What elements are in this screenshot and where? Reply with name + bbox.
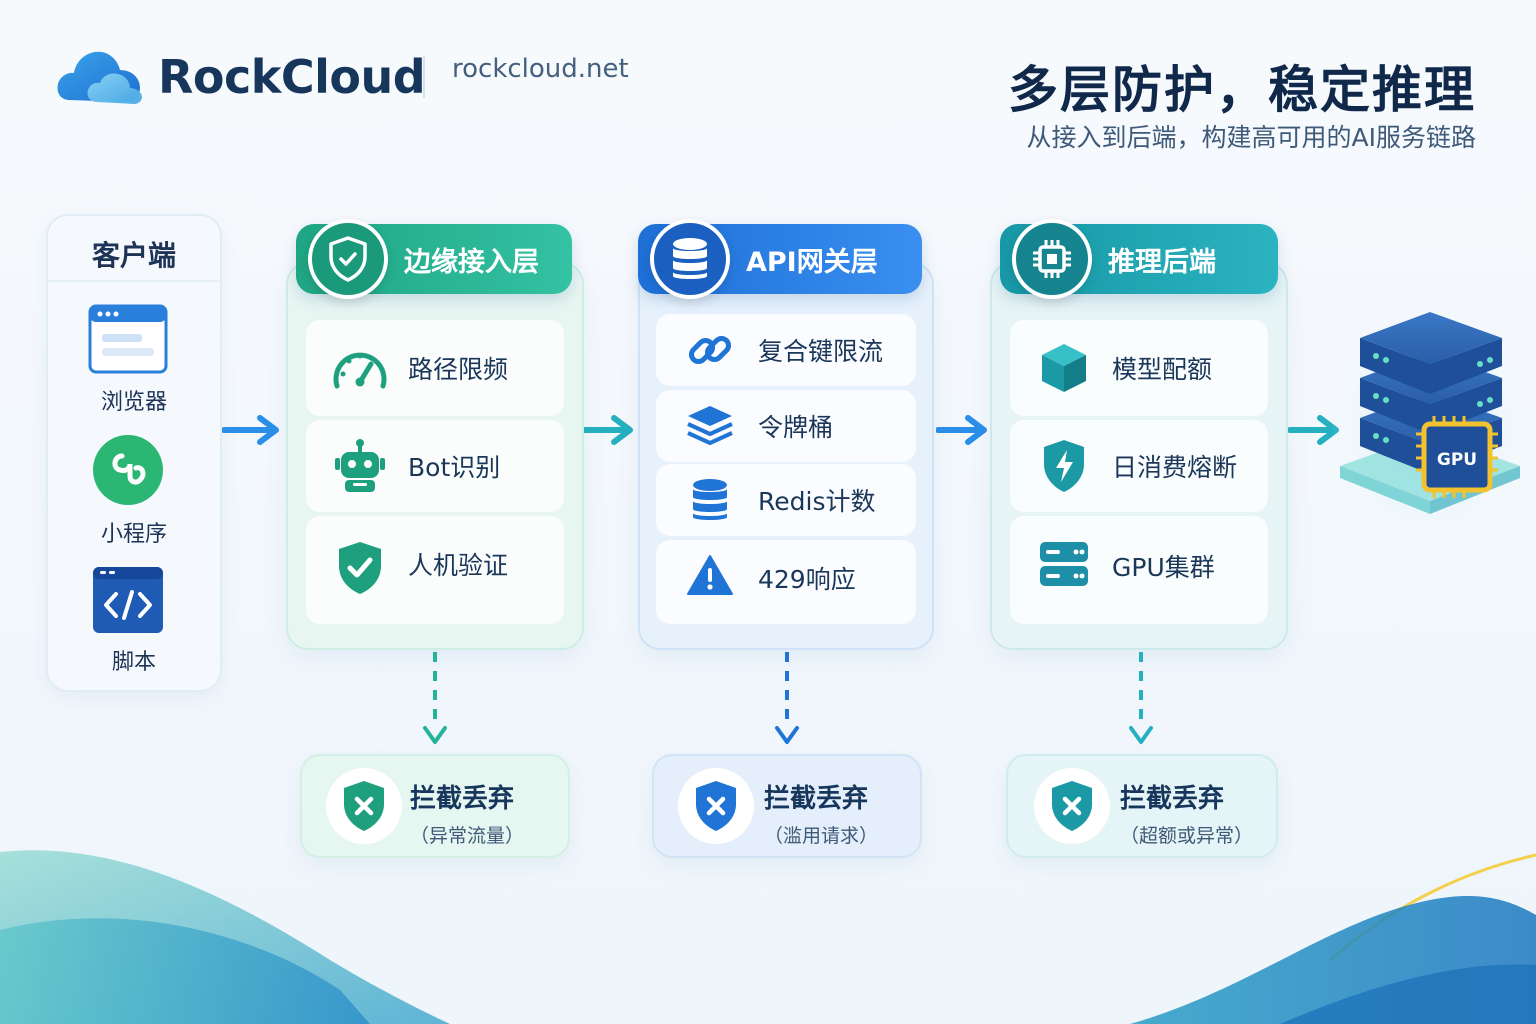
layers-icon <box>678 404 742 448</box>
drop-shield-icon <box>1034 768 1110 844</box>
client-title: 客户端 <box>91 239 176 272</box>
warning-icon <box>678 554 742 596</box>
gateway-item-label: 429响应 <box>758 565 856 594</box>
backend-item-daily-cost-breaker: 日消费熔断 <box>1010 420 1268 512</box>
edge-item-bot-detection: Bot识别 <box>306 420 564 512</box>
backend-layer-title: 推理后端 <box>1108 246 1216 278</box>
speedometer-icon <box>328 346 392 390</box>
drop-shield-icon <box>678 768 754 844</box>
gpu-chip-label: GPU <box>1436 450 1478 470</box>
drop-shield-icon <box>326 768 402 844</box>
flow-arrow-gateway-to-backend <box>936 415 987 445</box>
database-icon <box>678 477 742 523</box>
backend-item-label: 日消费熔断 <box>1112 453 1238 482</box>
edge-layer-header: 边缘接入层 <box>296 219 572 299</box>
gateway-item-429-response: 429响应 <box>656 540 916 624</box>
gateway-item-label: 复合键限流 <box>758 337 884 366</box>
gateway-item-redis-counter: Redis计数 <box>656 464 916 536</box>
backend-item-model-quota: 模型配额 <box>1010 320 1268 416</box>
gateway-item-token-bucket: 令牌桶 <box>656 390 916 462</box>
gateway-layer-title: API网关层 <box>746 246 878 278</box>
backend-layer-header: 推理后端 <box>1000 219 1278 299</box>
edge-drop-title: 拦截丢弃 <box>410 784 515 814</box>
edge-item-label: 人机验证 <box>408 551 509 580</box>
client-label-mini-program: 小程序 <box>100 522 167 547</box>
chip-icon <box>1012 219 1092 299</box>
cloud-logo-icon <box>57 51 142 104</box>
robot-icon <box>328 438 392 494</box>
gateway-item-composite-key-limit: 复合键限流 <box>656 314 916 386</box>
flow-arrow-edge-to-gateway <box>582 415 633 445</box>
edge-drop-reason: （异常流量） <box>410 825 525 847</box>
client-divider <box>48 280 220 282</box>
gpu-server-icon <box>1330 299 1530 543</box>
shield-check-icon <box>328 540 392 596</box>
browser-window-icon <box>88 304 168 374</box>
gateway-drop-reason: （滥用请求） <box>764 825 879 847</box>
backend-drop-card: 拦截丢弃 （超额或异常） <box>1006 754 1278 858</box>
mini-program-icon <box>93 435 163 505</box>
edge-item-captcha: 人机验证 <box>306 516 564 624</box>
backend-drop-reason: （超额或异常） <box>1120 825 1254 847</box>
drop-arrow-backend <box>1129 652 1153 744</box>
page-title: 多层防护，稳定推理 <box>1008 61 1476 119</box>
backend-item-label: GPU集群 <box>1112 553 1215 582</box>
client-label-script: 脚本 <box>111 650 156 675</box>
gateway-drop-card: 拦截丢弃 （滥用请求） <box>652 754 922 858</box>
server-rack-icon <box>1032 540 1096 588</box>
brand-divider <box>423 56 425 98</box>
link-icon <box>678 326 742 374</box>
brand-url[interactable]: rockcloud.net <box>452 54 629 84</box>
edge-item-path-rate-limit: 路径限频 <box>306 320 564 416</box>
bolt-shield-icon <box>1032 438 1096 494</box>
cube-icon <box>1032 342 1096 394</box>
database-icon <box>650 219 730 299</box>
brand-name: RockCloud <box>158 50 426 104</box>
gateway-layer-header: API网关层 <box>638 219 922 299</box>
backend-drop-title: 拦截丢弃 <box>1120 784 1225 814</box>
edge-item-label: 路径限频 <box>408 355 509 384</box>
code-script-icon <box>93 567 163 633</box>
drop-arrow-edge <box>423 652 447 744</box>
gateway-item-label: 令牌桶 <box>758 413 834 442</box>
backend-item-label: 模型配额 <box>1112 355 1213 384</box>
edge-drop-card: 拦截丢弃 （异常流量） <box>300 754 570 858</box>
gateway-drop-title: 拦截丢弃 <box>764 784 869 814</box>
edge-layer-title: 边缘接入层 <box>404 246 539 278</box>
shield-icon <box>308 219 388 299</box>
backend-item-gpu-cluster: GPU集群 <box>1010 516 1268 624</box>
gateway-item-label: Redis计数 <box>758 487 876 516</box>
client-label-browser: 浏览器 <box>100 390 167 415</box>
flow-arrow-client-to-edge <box>222 415 279 445</box>
page-subtitle: 从接入到后端，构建高可用的AI服务链路 <box>1026 123 1476 152</box>
drop-arrow-gateway <box>775 652 799 744</box>
edge-item-label: Bot识别 <box>408 453 501 482</box>
